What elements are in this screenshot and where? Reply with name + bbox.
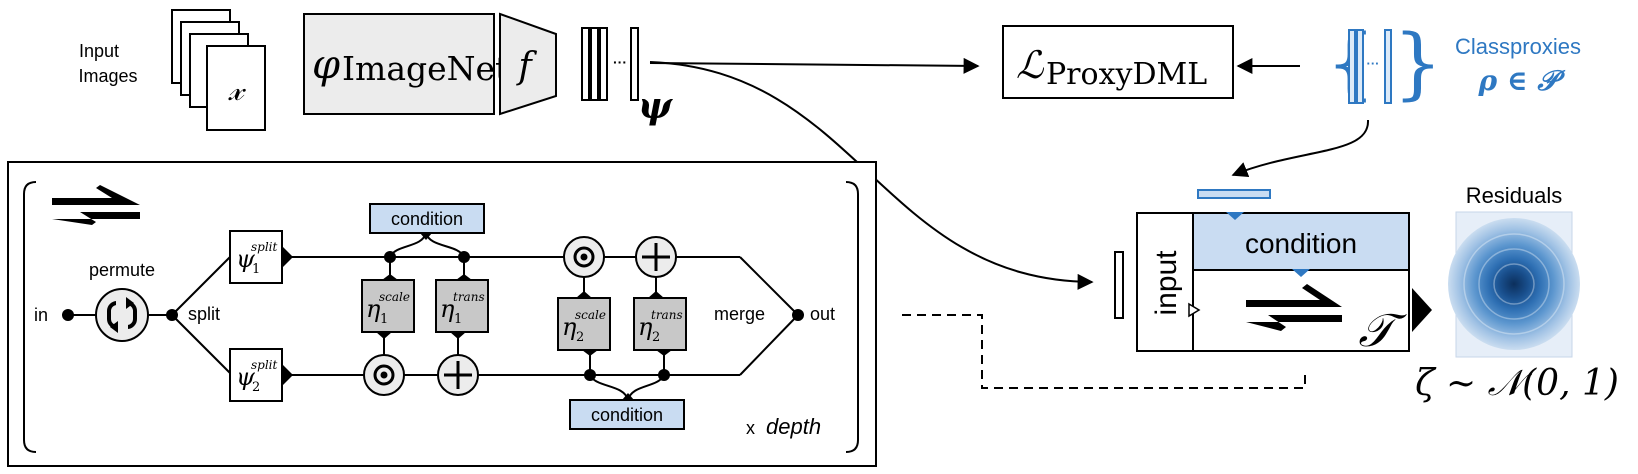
input-label-line1: Input bbox=[79, 41, 119, 61]
embedding-bar-3 bbox=[599, 27, 608, 101]
eta2-scale-block: η 2 scale bbox=[557, 291, 611, 356]
arrow-psi-to-loss bbox=[649, 57, 980, 74]
flow-module: input condition 𝒯 bbox=[1114, 189, 1432, 357]
psi2-sub: 2 bbox=[252, 380, 260, 395]
proxy-bar-1 bbox=[1348, 29, 1356, 104]
permute-label: permute bbox=[89, 260, 155, 280]
wire-junction bbox=[458, 251, 470, 263]
input-embedding-bar bbox=[1114, 251, 1124, 319]
flow-bracket-left bbox=[23, 181, 37, 453]
arrow-proxies-to-condition bbox=[1231, 119, 1370, 178]
residuals: Residuals ζ ∼ 𝒩(0, 1) bbox=[1415, 183, 1619, 404]
eta1-scale-sub: 1 bbox=[380, 312, 388, 327]
residuals-label: Residuals bbox=[1466, 183, 1563, 208]
condition-input-marker bbox=[1226, 212, 1244, 220]
eta2-scale-sup: scale bbox=[575, 308, 606, 322]
out-label: out bbox=[810, 304, 835, 324]
double-harpoon-icon bbox=[1246, 284, 1342, 331]
f-projection-trapezoid bbox=[499, 12, 557, 116]
flow-input-label: input bbox=[1150, 250, 1183, 316]
eta2-trans-sup: trans bbox=[651, 308, 683, 322]
eta2-trans-block: η 2 trans bbox=[633, 291, 687, 356]
psi1-base: ψ bbox=[236, 245, 256, 273]
embedding-bar-last bbox=[630, 27, 639, 101]
loss-box-rect bbox=[1002, 25, 1234, 99]
psi2-sup: split bbox=[251, 358, 278, 372]
psi-symbol: ψ bbox=[638, 85, 673, 127]
output-arrow bbox=[1412, 288, 1432, 332]
flow-detail-panel: in permute split ψ 1 split ψ 2 split bbox=[7, 161, 877, 467]
psi1-split-block: ψ 1 split bbox=[229, 230, 293, 284]
flow-bracket-right bbox=[845, 181, 859, 453]
circle-plus-icon bbox=[635, 236, 677, 278]
eta2-scale-sub: 2 bbox=[576, 330, 584, 345]
eta1-scale-base: η bbox=[366, 295, 381, 323]
psi1-sub: 1 bbox=[252, 262, 260, 277]
condition-top-box: condition bbox=[369, 203, 485, 240]
condition-band bbox=[1193, 214, 1408, 270]
double-harpoon-icon bbox=[52, 185, 140, 225]
psi2-split-block: ψ 2 split bbox=[229, 348, 293, 402]
eta2-trans-sub: 2 bbox=[652, 330, 660, 345]
condition-output-marker bbox=[1292, 269, 1310, 277]
class-proxies: { ··· } Classproxies ρ ∈ 𝒫 bbox=[1326, 19, 1581, 109]
classproxies-label: Classproxies bbox=[1455, 34, 1581, 59]
eta2-scale-base: η bbox=[562, 313, 577, 341]
flow-condition-label: condition bbox=[1245, 228, 1357, 259]
loss-box: ℒ ProxyDML bbox=[1002, 25, 1234, 99]
psi2-base: ψ bbox=[236, 363, 256, 391]
out-node bbox=[792, 309, 804, 321]
input-images-group: Input Images 𝓍 bbox=[78, 9, 266, 131]
eta1-trans-block: η 1 trans bbox=[435, 274, 489, 339]
proxies-formula: ρ ∈ 𝒫 bbox=[1477, 64, 1565, 97]
proxy-dots: ··· bbox=[1367, 56, 1380, 71]
embedding-bar-2 bbox=[590, 27, 599, 101]
eta1-scale-sup: scale bbox=[379, 290, 410, 304]
input-label-line2: Images bbox=[78, 66, 137, 86]
loss-subscript: ProxyDML bbox=[1046, 57, 1207, 92]
eta2-trans-base: η bbox=[638, 313, 653, 341]
condition-proxy-bar bbox=[1197, 189, 1271, 199]
proxy-bar-last bbox=[1384, 29, 1392, 104]
dashed-link-flow-detail bbox=[902, 314, 1306, 389]
psi-embedding: ··· ψ bbox=[581, 27, 673, 127]
x-symbol: 𝓍 bbox=[227, 70, 246, 108]
zeta-formula: ζ ∼ 𝒩(0, 1) bbox=[1415, 363, 1619, 404]
condition-bottom-label: condition bbox=[591, 405, 663, 425]
embedding-bar-1 bbox=[581, 27, 590, 101]
imagenet-backbone: φ ImageNet f bbox=[303, 12, 557, 116]
proxy-right-brace: } bbox=[1393, 19, 1443, 109]
eta1-scale-block: η 1 scale bbox=[361, 274, 415, 339]
wire-junction bbox=[584, 369, 596, 381]
depth-prefix: x bbox=[746, 418, 755, 438]
split-node bbox=[166, 309, 178, 321]
imagenet-block bbox=[303, 13, 495, 115]
merge-label: merge bbox=[714, 304, 765, 324]
embedding-dots: ··· bbox=[613, 54, 627, 70]
condition-top-label: condition bbox=[391, 209, 463, 229]
cycle-icon bbox=[95, 288, 149, 342]
phi-symbol: φ bbox=[312, 42, 340, 88]
proxy-bar-2 bbox=[1356, 29, 1364, 104]
split-label: split bbox=[188, 304, 220, 324]
in-label: in bbox=[34, 305, 48, 325]
image-stack-front bbox=[206, 45, 266, 131]
eta1-trans-sub: 1 bbox=[454, 312, 462, 327]
circle-dot-icon bbox=[363, 354, 405, 396]
eta1-trans-base: η bbox=[440, 295, 455, 323]
psi1-sup: split bbox=[251, 240, 278, 254]
imagenet-text: ImageNet bbox=[342, 49, 508, 88]
depth-word: depth bbox=[766, 414, 821, 439]
input-port-marker bbox=[1188, 302, 1201, 318]
circle-plus-icon bbox=[437, 354, 479, 396]
residual-density-blob bbox=[1448, 218, 1580, 350]
wire-junction bbox=[658, 369, 670, 381]
circle-dot-icon bbox=[563, 236, 605, 278]
eta1-trans-sup: trans bbox=[453, 290, 485, 304]
wire-junction bbox=[384, 251, 396, 263]
condition-bottom-box: condition bbox=[569, 393, 685, 430]
in-node bbox=[62, 309, 74, 321]
loss-symbol: ℒ bbox=[1016, 43, 1045, 87]
